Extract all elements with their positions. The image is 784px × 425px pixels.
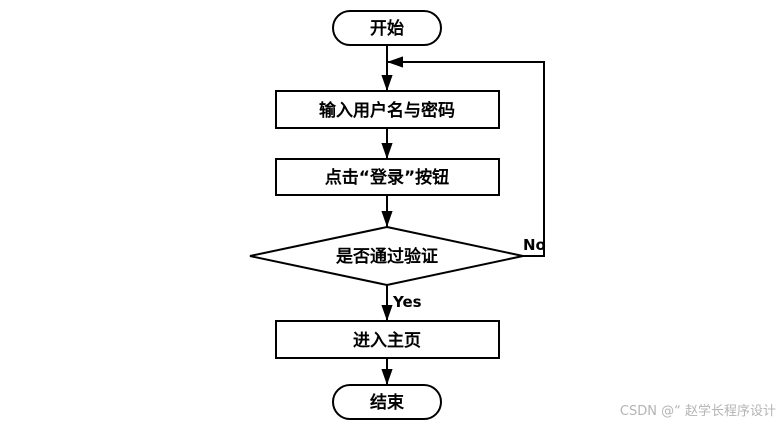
start-label: 开始 (370, 18, 404, 39)
input-credentials-label: 输入用户名与密码 (319, 100, 455, 121)
watermark: CSDN @“ 赵学长程序设计 (619, 404, 776, 419)
no-label: No (523, 236, 546, 254)
enter-homepage-label: 进入主页 (353, 330, 421, 351)
yes-label: Yes (392, 293, 422, 311)
input-credentials-box (275, 90, 500, 129)
click-login-label: 点击“登录”按钮 (325, 167, 449, 188)
end-terminal (332, 384, 442, 420)
arrow-no-loop (387, 56, 545, 257)
end-label: 结束 (370, 392, 404, 413)
verify-decision-label: 是否通过验证 (336, 246, 438, 267)
